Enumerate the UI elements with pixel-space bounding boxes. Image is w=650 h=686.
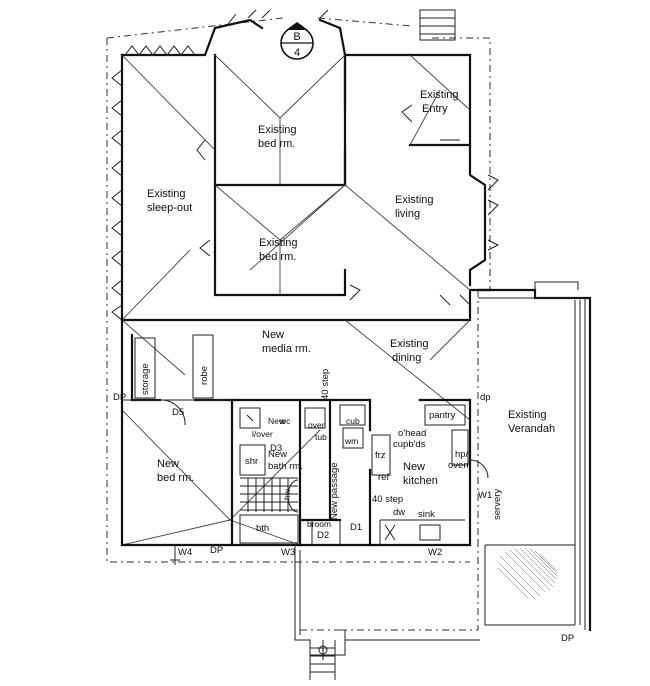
verandah-label-line1: Existing <box>508 409 547 421</box>
oven-label: oven <box>448 460 469 471</box>
dining-label-line2: dining <box>392 352 421 364</box>
living-label-line1: Existing <box>395 194 434 206</box>
sleepout-label-line2: sleep-out <box>147 202 192 214</box>
w1-tag: W1 <box>478 490 492 501</box>
roof-hip-lines <box>121 54 471 546</box>
cupbds-label: cupb'ds <box>393 439 426 450</box>
dp-right-tag: dp <box>480 392 491 403</box>
fixture-labels: storage robe pantry o'head cupb'ds hp/ o… <box>140 363 503 534</box>
verandah-hatched-landing <box>497 547 558 600</box>
robe-label: robe <box>199 366 210 385</box>
rear-deck <box>170 545 480 680</box>
dp-left-tag: DP <box>113 392 126 403</box>
sink-label: sink <box>418 509 435 520</box>
section-marker: B 4 <box>280 22 314 60</box>
kitchen-label-line1: New <box>403 461 425 473</box>
marker-top-label: B <box>293 31 300 43</box>
lover-label: l/over <box>252 429 273 439</box>
bath-label-line1: New <box>268 449 287 460</box>
bed1-label-line1: Existing <box>258 124 297 136</box>
new-passage-label: New passage <box>329 462 340 520</box>
bth-label: bth <box>256 523 269 534</box>
new-walls <box>120 318 472 547</box>
bath-label-line2: bath rm. <box>268 461 303 472</box>
media-label-line2: media rm. <box>262 343 311 355</box>
frz-label: frz <box>375 450 386 461</box>
verandah-label-line2: Verandah <box>508 423 555 435</box>
room-labels: Existing bed rm. Existing Entry Existing… <box>147 89 555 487</box>
entry-label-line1: Existing <box>420 89 459 101</box>
bed1-label-line2: bed rm. <box>258 138 295 150</box>
dw-label: dw <box>393 507 405 518</box>
w4-tag: W4 <box>178 547 192 558</box>
d1-tag: D1 <box>350 522 362 533</box>
tub-label: tub <box>315 432 327 442</box>
dp-bottom-tag: DP <box>210 545 223 556</box>
bed2-label-line2: bed rm. <box>259 251 296 263</box>
shr-label: shr <box>245 456 258 467</box>
dp-verandah-tag: DP <box>561 633 574 644</box>
hw-label: hw <box>282 488 292 500</box>
bed2-label-line1: Existing <box>259 237 298 249</box>
living-label-line2: living <box>395 208 420 220</box>
w3-tag: W3 <box>281 547 295 558</box>
over-label: over <box>308 420 325 430</box>
wc-new-label: New <box>268 416 286 426</box>
broom-label: broom <box>307 519 331 529</box>
w2-tag: W2 <box>428 547 442 558</box>
d3-tag: D3 <box>270 443 282 454</box>
wm-label: wm <box>344 436 358 446</box>
sleepout-label-line1: Existing <box>147 188 186 200</box>
marker-bottom-label: 4 <box>294 47 300 59</box>
verandah <box>469 281 592 632</box>
existing-walls <box>111 9 500 322</box>
d5-tag: D5 <box>172 407 184 418</box>
wc-label: wc <box>279 416 291 426</box>
ohead-label: o'head <box>398 428 426 439</box>
storage-label: storage <box>140 363 151 395</box>
dining-label-line1: Existing <box>390 338 429 350</box>
hp-label: hp/ <box>455 449 469 460</box>
step1-label: 40 step <box>320 369 331 400</box>
tags: DP dp DP DP D5 D3 D2 D1 W4 W3 W2 W1 <box>113 392 574 644</box>
cub-label: cub <box>346 416 360 426</box>
ref-label: ref <box>378 472 389 483</box>
newbed-label-line2: bed rm. <box>157 472 194 484</box>
newbed-label-line1: New <box>157 458 179 470</box>
d2-tag: D2 <box>317 530 329 541</box>
media-label-line1: New <box>262 329 284 341</box>
entry-label-line2: Entry <box>422 103 448 115</box>
kitchen-label-line2: kitchen <box>403 475 438 487</box>
step2-label: 40 step <box>372 494 403 505</box>
pantry-label: pantry <box>429 410 456 421</box>
servery-label: servery <box>492 489 503 520</box>
step-labels: 40 step 40 step <box>320 369 403 505</box>
